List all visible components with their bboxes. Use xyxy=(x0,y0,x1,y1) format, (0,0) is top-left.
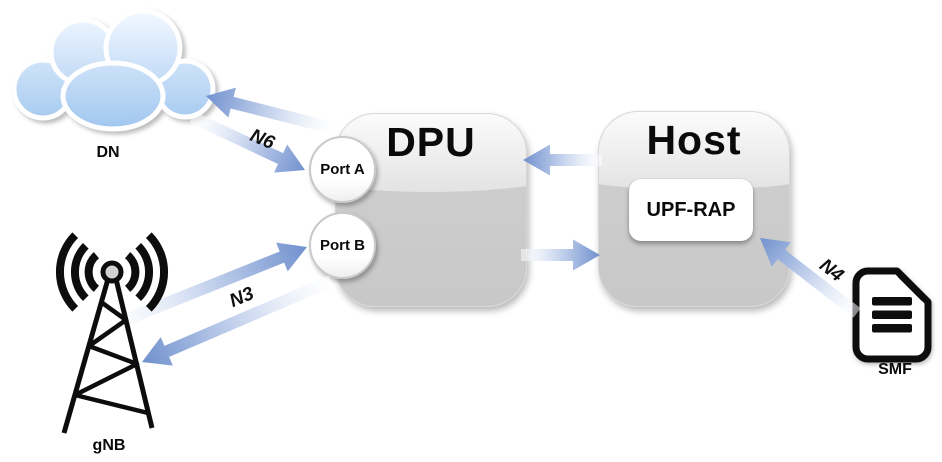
port-b-label: Port B xyxy=(320,237,365,254)
gnb-label: gNB xyxy=(92,437,126,454)
n3-link-label: N3 xyxy=(226,283,258,312)
upf-rap-box: UPF-RAP xyxy=(629,179,753,241)
host-to-dpu-arrow xyxy=(523,144,602,176)
gnb-radio-tower-icon xyxy=(55,232,169,434)
dpu-to-host-arrow xyxy=(521,239,600,271)
smf-document-icon xyxy=(852,267,932,363)
upf-rap-label: UPF-RAP xyxy=(646,198,736,221)
n6-link-label: N6 xyxy=(246,125,278,154)
port-a-label: Port A xyxy=(320,161,365,178)
dpu-box: DPU Port A Port B xyxy=(309,113,527,307)
host-title: Host xyxy=(646,117,742,163)
dpu-title: DPU xyxy=(386,119,476,165)
host-gloss xyxy=(599,112,789,306)
dn-cloud-icon xyxy=(11,8,216,132)
smf-label: SMF xyxy=(878,361,912,378)
port-b: Port B xyxy=(309,212,376,279)
host-box: Host UPF-RAP xyxy=(598,111,790,307)
dn-label: DN xyxy=(96,144,120,161)
port-a: Port A xyxy=(309,136,376,203)
n4-link-label: N4 xyxy=(815,254,848,287)
